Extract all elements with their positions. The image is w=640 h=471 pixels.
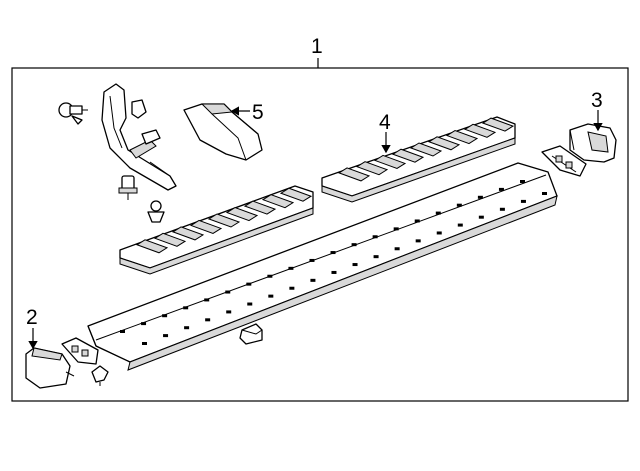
board-slot (351, 243, 357, 247)
step-pad-right-ribs (337, 117, 515, 182)
clip-fastener (147, 200, 165, 223)
rubber-bumper (239, 323, 263, 345)
board-slot (477, 195, 483, 199)
board-slot (141, 322, 147, 326)
board-slot (162, 314, 168, 318)
board-slot (435, 211, 441, 215)
board-slot (163, 334, 169, 338)
pad-rib (373, 154, 407, 169)
mounting-bracket (101, 83, 177, 191)
pad-rib (261, 194, 295, 209)
pad-rib (391, 148, 425, 163)
callout-4: 4 (379, 111, 391, 134)
board-slot (372, 235, 378, 239)
retainer-clip-right (541, 145, 587, 177)
bolt-middle (118, 175, 138, 200)
board-slot (520, 180, 525, 183)
pad-rib (445, 130, 479, 145)
board-slot (268, 294, 274, 298)
push-pin (91, 365, 109, 386)
board-slot (520, 199, 526, 203)
pad-rib (463, 123, 497, 138)
board-slot (289, 286, 295, 290)
board-slot (331, 270, 337, 274)
pad-rib (409, 142, 443, 157)
pad-rib (481, 117, 515, 132)
board-slot (142, 342, 147, 345)
board-slot (330, 251, 336, 255)
pad-rib (189, 219, 223, 234)
pad-rib (225, 207, 259, 222)
pad-rib (427, 136, 461, 151)
pad-rib (279, 187, 313, 202)
board-slot (414, 219, 420, 223)
end-cap-top (183, 103, 263, 161)
board-slot (436, 231, 442, 235)
pad-rib (135, 239, 169, 254)
board-slot (352, 263, 358, 267)
board-slot (225, 290, 231, 294)
pad-rib (153, 232, 187, 247)
callout-1: 1 (311, 35, 323, 58)
step-pad-right (321, 116, 516, 203)
board-slot (373, 255, 379, 259)
pad-rib (243, 200, 277, 215)
board-slot (542, 192, 547, 195)
board-slot (247, 302, 253, 306)
board-slot (246, 282, 252, 286)
retainer-clip-left (61, 337, 99, 365)
step-pad-left-ribs (135, 187, 313, 254)
board-slot (310, 278, 316, 282)
board-slot (498, 187, 504, 191)
board-slot (394, 247, 400, 251)
end-cap-right (569, 123, 617, 163)
running-board (87, 162, 558, 371)
board-slot (393, 227, 399, 231)
step-pad-left (119, 185, 314, 275)
board-slot (226, 310, 232, 314)
board-slot (120, 330, 125, 333)
board-slot-marks (120, 180, 547, 345)
board-slot (184, 326, 190, 330)
board-slot (288, 266, 294, 270)
board-slot (415, 239, 421, 243)
board-slot (204, 298, 210, 302)
callout-3: 3 (591, 89, 603, 112)
callout-2: 2 (26, 306, 38, 329)
board-slot (205, 318, 211, 322)
board-slot (457, 223, 463, 227)
pad-rib (171, 226, 205, 241)
pad-rib (337, 167, 371, 182)
board-slot (267, 274, 273, 278)
board-slot (456, 203, 462, 207)
board-slot (309, 258, 315, 262)
bolt-upper (58, 102, 88, 125)
pad-rib (355, 161, 389, 176)
callout-5: 5 (252, 101, 264, 124)
board-slot (183, 306, 189, 310)
assembly-frame (11, 67, 629, 402)
board-slot (499, 207, 505, 211)
pad-rib (207, 213, 241, 228)
end-cap-left (25, 347, 75, 389)
board-slot (478, 215, 484, 219)
